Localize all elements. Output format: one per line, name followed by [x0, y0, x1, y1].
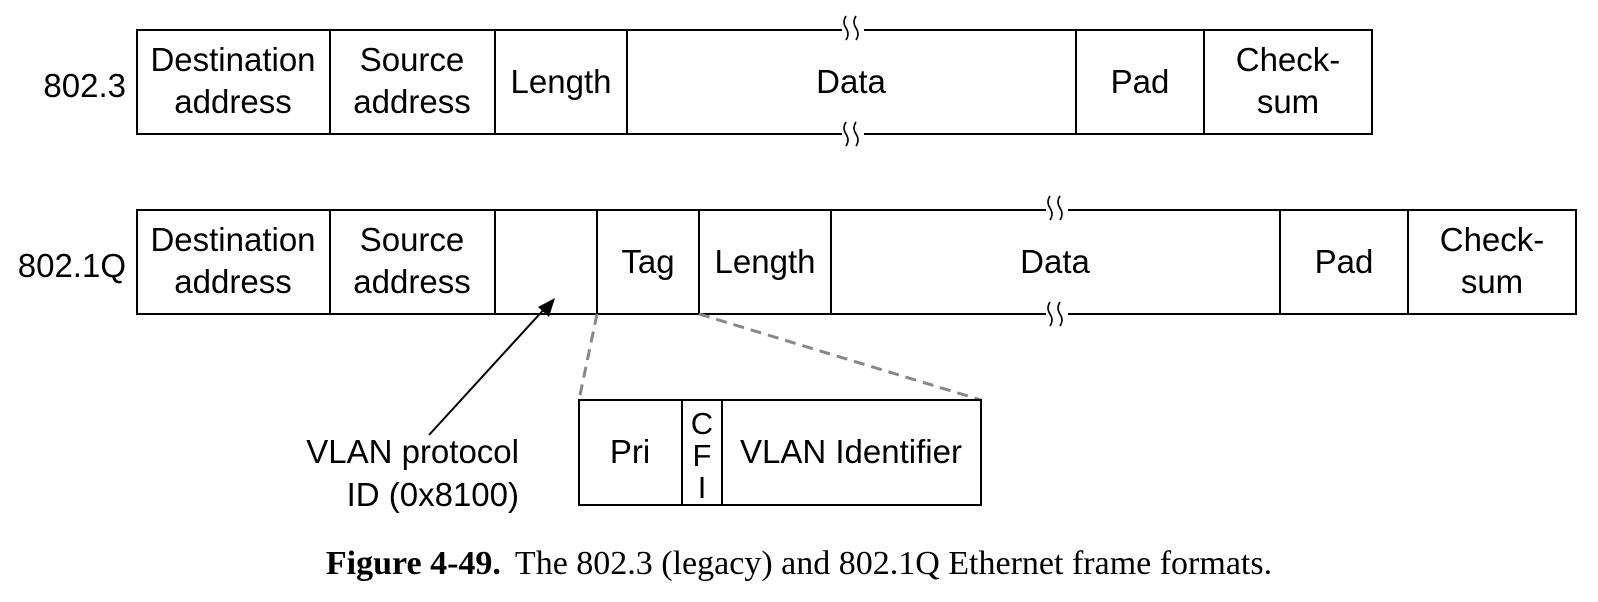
field-data	[626, 29, 1077, 135]
tag-field-vlan-identifier-label: VLAN Identifier	[740, 433, 962, 470]
break-mark-top	[842, 15, 864, 41]
tag-field-cfi	[681, 399, 723, 506]
figure-caption-text: The 802.3 (legacy) and 802.1Q Ethernet f…	[515, 545, 1272, 582]
field-checksum-line2: sum	[1257, 83, 1319, 120]
q-field-destination-address-line2: address	[174, 263, 291, 300]
q-field-checksum-line1: Check-	[1440, 221, 1545, 258]
field-destination-address-line2: address	[174, 83, 291, 120]
field-source-address-line2: address	[353, 83, 470, 120]
q-field-checksum	[1407, 209, 1577, 315]
q-field-tag-label: Tag	[621, 243, 674, 280]
q-field-checksum-line2: sum	[1461, 263, 1523, 300]
q-break-mark-bottom	[1046, 301, 1068, 327]
frame-8023-label: 802.3	[43, 67, 126, 104]
q-field-tag	[596, 209, 700, 315]
field-source-address	[329, 29, 496, 135]
tag-field-cfi-c: C	[691, 406, 713, 441]
q-field-pad-label: Pad	[1315, 243, 1374, 280]
annotation-line2: ID (0x8100)	[347, 476, 519, 513]
field-destination-address-line1: Destination	[150, 41, 315, 78]
frame-8023: 802.3 Destination address Source address…	[43, 15, 1373, 147]
q-field-source-address	[329, 209, 496, 315]
tag-expansion-lines	[577, 312, 982, 402]
field-data-label: Data	[816, 63, 886, 100]
q-field-pad	[1279, 209, 1409, 315]
annotation-arrowhead	[538, 298, 555, 317]
q-field-source-address-line2: address	[353, 263, 470, 300]
field-checksum-line1: Check-	[1236, 41, 1341, 78]
field-pad-label: Pad	[1111, 63, 1170, 100]
field-destination-address	[136, 29, 331, 135]
q-field-destination-address-line1: Destination	[150, 221, 315, 258]
q-field-data-label: Data	[1020, 243, 1090, 280]
q-field-length-label: Length	[715, 243, 816, 280]
tag-field-cfi-i: I	[698, 470, 707, 505]
tag-detail: Pri C F I VLAN Identifier	[578, 399, 982, 506]
break-mark-bottom	[842, 121, 864, 147]
q-field-vlan-protocol-id	[494, 209, 598, 315]
frame-8021q: 802.1Q Destination address Source addres…	[18, 195, 1577, 327]
annotation-arrow-line	[428, 305, 548, 436]
field-checksum	[1203, 29, 1373, 135]
annotation-line1: VLAN protocol	[306, 433, 519, 470]
tag-field-vlan-identifier	[721, 399, 982, 506]
field-length-label: Length	[511, 63, 612, 100]
tag-expansion-line-right	[698, 312, 982, 402]
q-field-length	[698, 209, 832, 315]
field-source-address-line1: Source	[360, 41, 465, 78]
tag-field-cfi-f: F	[693, 438, 712, 473]
figure-caption: Figure 4-49. The 802.3 (legacy) and 802.1…	[326, 545, 1272, 582]
tag-field-pri-label: Pri	[610, 433, 650, 470]
vlan-protocol-annotation: VLAN protocol ID (0x8100)	[306, 298, 555, 513]
field-pad	[1075, 29, 1205, 135]
frame-8021q-label: 802.1Q	[18, 247, 126, 284]
tag-field-pri	[578, 399, 683, 506]
q-break-mark-top	[1046, 195, 1068, 221]
q-field-source-address-line1: Source	[360, 221, 465, 258]
q-field-data	[830, 209, 1281, 315]
field-length	[494, 29, 628, 135]
figure-caption-number: Figure 4-49.	[326, 545, 501, 582]
tag-expansion-line-left	[577, 313, 599, 401]
